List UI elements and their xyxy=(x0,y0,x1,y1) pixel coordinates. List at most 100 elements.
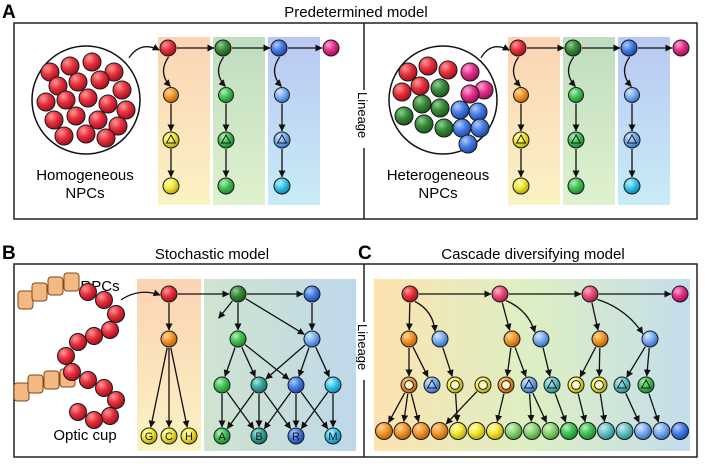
lens-cell xyxy=(13,382,30,402)
c-arrow xyxy=(412,346,429,378)
b-arrow xyxy=(223,347,236,377)
npc-cell-red xyxy=(98,94,118,114)
b-precursor-1 xyxy=(250,376,268,394)
c-precursor-9 xyxy=(613,376,631,394)
c-arrow xyxy=(625,392,640,423)
c-arrow xyxy=(504,347,512,377)
a-right-arrow xyxy=(567,56,576,87)
npc-cell-red xyxy=(60,56,80,76)
b-fate-cell-0 xyxy=(140,427,158,445)
b-arrow xyxy=(241,346,256,378)
b-progenitor-green xyxy=(229,330,247,348)
a-left-precursor-2 xyxy=(273,131,291,149)
npc-cell-red xyxy=(112,80,132,100)
b-progenitor-orange xyxy=(160,330,178,348)
b-arrow xyxy=(170,347,190,428)
panel-a-left-lanes xyxy=(158,37,320,205)
c-arrow xyxy=(554,393,567,423)
a-left-intermediate-2 xyxy=(274,87,290,103)
a-left-arrow xyxy=(217,56,226,87)
c-arrow xyxy=(405,302,413,331)
a-right-intermediate-1 xyxy=(568,87,584,103)
a-left-arrow xyxy=(273,56,282,87)
c-arrow xyxy=(414,300,438,333)
optic-cup-label: Optic cup xyxy=(53,427,116,444)
c-fate-cell-9 xyxy=(541,422,560,440)
rpc-cell xyxy=(85,327,103,345)
npc-cell-red xyxy=(54,126,74,146)
panel-b-letter: B xyxy=(2,243,16,264)
npc-cell xyxy=(418,56,438,76)
fate-letter-m: M xyxy=(328,431,337,443)
c-fate-cell-5 xyxy=(467,422,486,440)
cells xyxy=(13,39,690,445)
npc-cell-red xyxy=(88,110,108,130)
c-arrow xyxy=(445,391,478,425)
b-precursor-2 xyxy=(287,376,305,394)
c-fate-cell-14 xyxy=(634,422,652,440)
c-progenitor-3 xyxy=(532,330,550,348)
a-right-magenta-cell xyxy=(672,39,690,57)
lineage-side-label: Lineage xyxy=(355,324,370,370)
npc-cell xyxy=(460,62,480,82)
c-arrow xyxy=(542,347,552,377)
a-right-progenitor-0 xyxy=(509,39,527,57)
a-right-progenitor-1 xyxy=(564,39,582,57)
c-fate-cell-15 xyxy=(652,422,671,440)
b-precursor-0 xyxy=(213,376,231,394)
b-arrow xyxy=(226,391,255,430)
lens-cell xyxy=(43,370,60,390)
c-fate-cell-0 xyxy=(375,422,393,440)
lens-cell xyxy=(31,282,48,302)
c-precursor-4 xyxy=(497,376,515,394)
npc-cell-red xyxy=(76,124,96,144)
homogeneous-caption-line2: NPCs xyxy=(65,185,104,202)
a-right-fate-1 xyxy=(567,177,585,195)
npc-cell xyxy=(394,106,414,126)
a-left-progenitor-1 xyxy=(214,39,232,57)
lens-cell xyxy=(47,276,64,296)
npc-cell-red xyxy=(56,90,76,110)
c-arrow xyxy=(505,300,537,333)
c-arrow xyxy=(442,347,454,377)
npc-cell xyxy=(410,76,430,96)
a-right-fate-2 xyxy=(623,177,641,195)
c-fate-cell-13 xyxy=(615,422,634,440)
npc-cell-red xyxy=(90,70,110,90)
c-fate-cell-16 xyxy=(671,422,689,440)
c-precursor-6 xyxy=(543,376,561,394)
b-progenitor-blue xyxy=(303,330,321,348)
c-fate-cell-2 xyxy=(412,422,430,440)
rpc-cell xyxy=(69,403,87,421)
lineage-divider-label: Lineage xyxy=(355,92,370,138)
c-arrow xyxy=(591,302,601,331)
c-fate-cell-10 xyxy=(560,422,578,440)
c-fate-cell-1 xyxy=(393,422,412,440)
homogeneous-caption-line1: Homogeneous xyxy=(36,167,134,184)
npc-cell xyxy=(458,134,478,154)
rpc-cell xyxy=(101,407,119,425)
fate-letter-a: A xyxy=(218,431,226,443)
b-arrow xyxy=(218,300,233,319)
panel-b-title: Stochastic model xyxy=(155,246,269,263)
a-left-precursor-1 xyxy=(217,131,235,149)
c-arrow xyxy=(579,346,597,378)
lens-cell xyxy=(17,290,34,310)
c-precursor-8 xyxy=(590,376,608,394)
npc-cell xyxy=(468,102,488,122)
panel-c-title: Cascade diversifying model xyxy=(441,246,624,263)
npc-cell xyxy=(438,60,458,80)
a-right-precursor-2 xyxy=(623,131,641,149)
c-arrow xyxy=(453,393,461,423)
c-arrow xyxy=(577,393,588,423)
a-right-fate-0 xyxy=(512,177,530,195)
c-fate-cell-8 xyxy=(523,422,541,440)
a-left-pool-arrow xyxy=(128,44,160,59)
npc-cell xyxy=(430,78,450,98)
c-fate-cell-12 xyxy=(597,422,615,440)
c-rpc-2 xyxy=(581,285,599,303)
npc-cell-red xyxy=(36,92,56,112)
c-fate-cell-6 xyxy=(486,422,504,440)
b-rpc-red xyxy=(160,285,178,303)
